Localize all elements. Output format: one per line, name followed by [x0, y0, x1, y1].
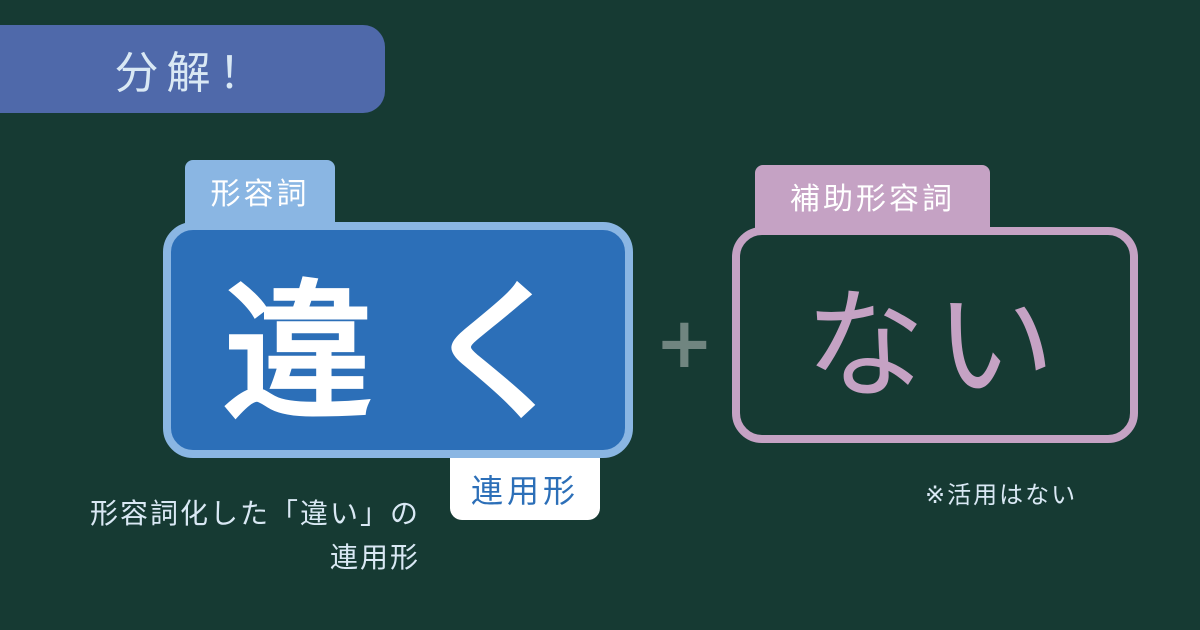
main-word-text: 違く: [222, 266, 623, 441]
left-note-line1: 形容詞化した「違い」の: [89, 497, 420, 530]
plus-icon: +: [655, 302, 714, 384]
adjective-tag: 形容詞: [185, 160, 335, 226]
auxiliary-word-box: ない: [732, 227, 1138, 443]
main-word-box: 違く: [163, 222, 633, 458]
right-note: ※活用はない: [925, 481, 1078, 509]
auxiliary-word-text: ない: [805, 277, 1065, 416]
conjugation-form-tag: 連用形: [450, 458, 600, 520]
title-banner: 分解！: [0, 25, 385, 113]
left-note: 形容詞化した「違い」の 連用形: [55, 492, 420, 580]
banner-title: 分解！: [114, 48, 271, 99]
left-note-line2: 連用形: [329, 541, 420, 574]
auxiliary-adjective-tag: 補助形容詞: [755, 165, 990, 235]
